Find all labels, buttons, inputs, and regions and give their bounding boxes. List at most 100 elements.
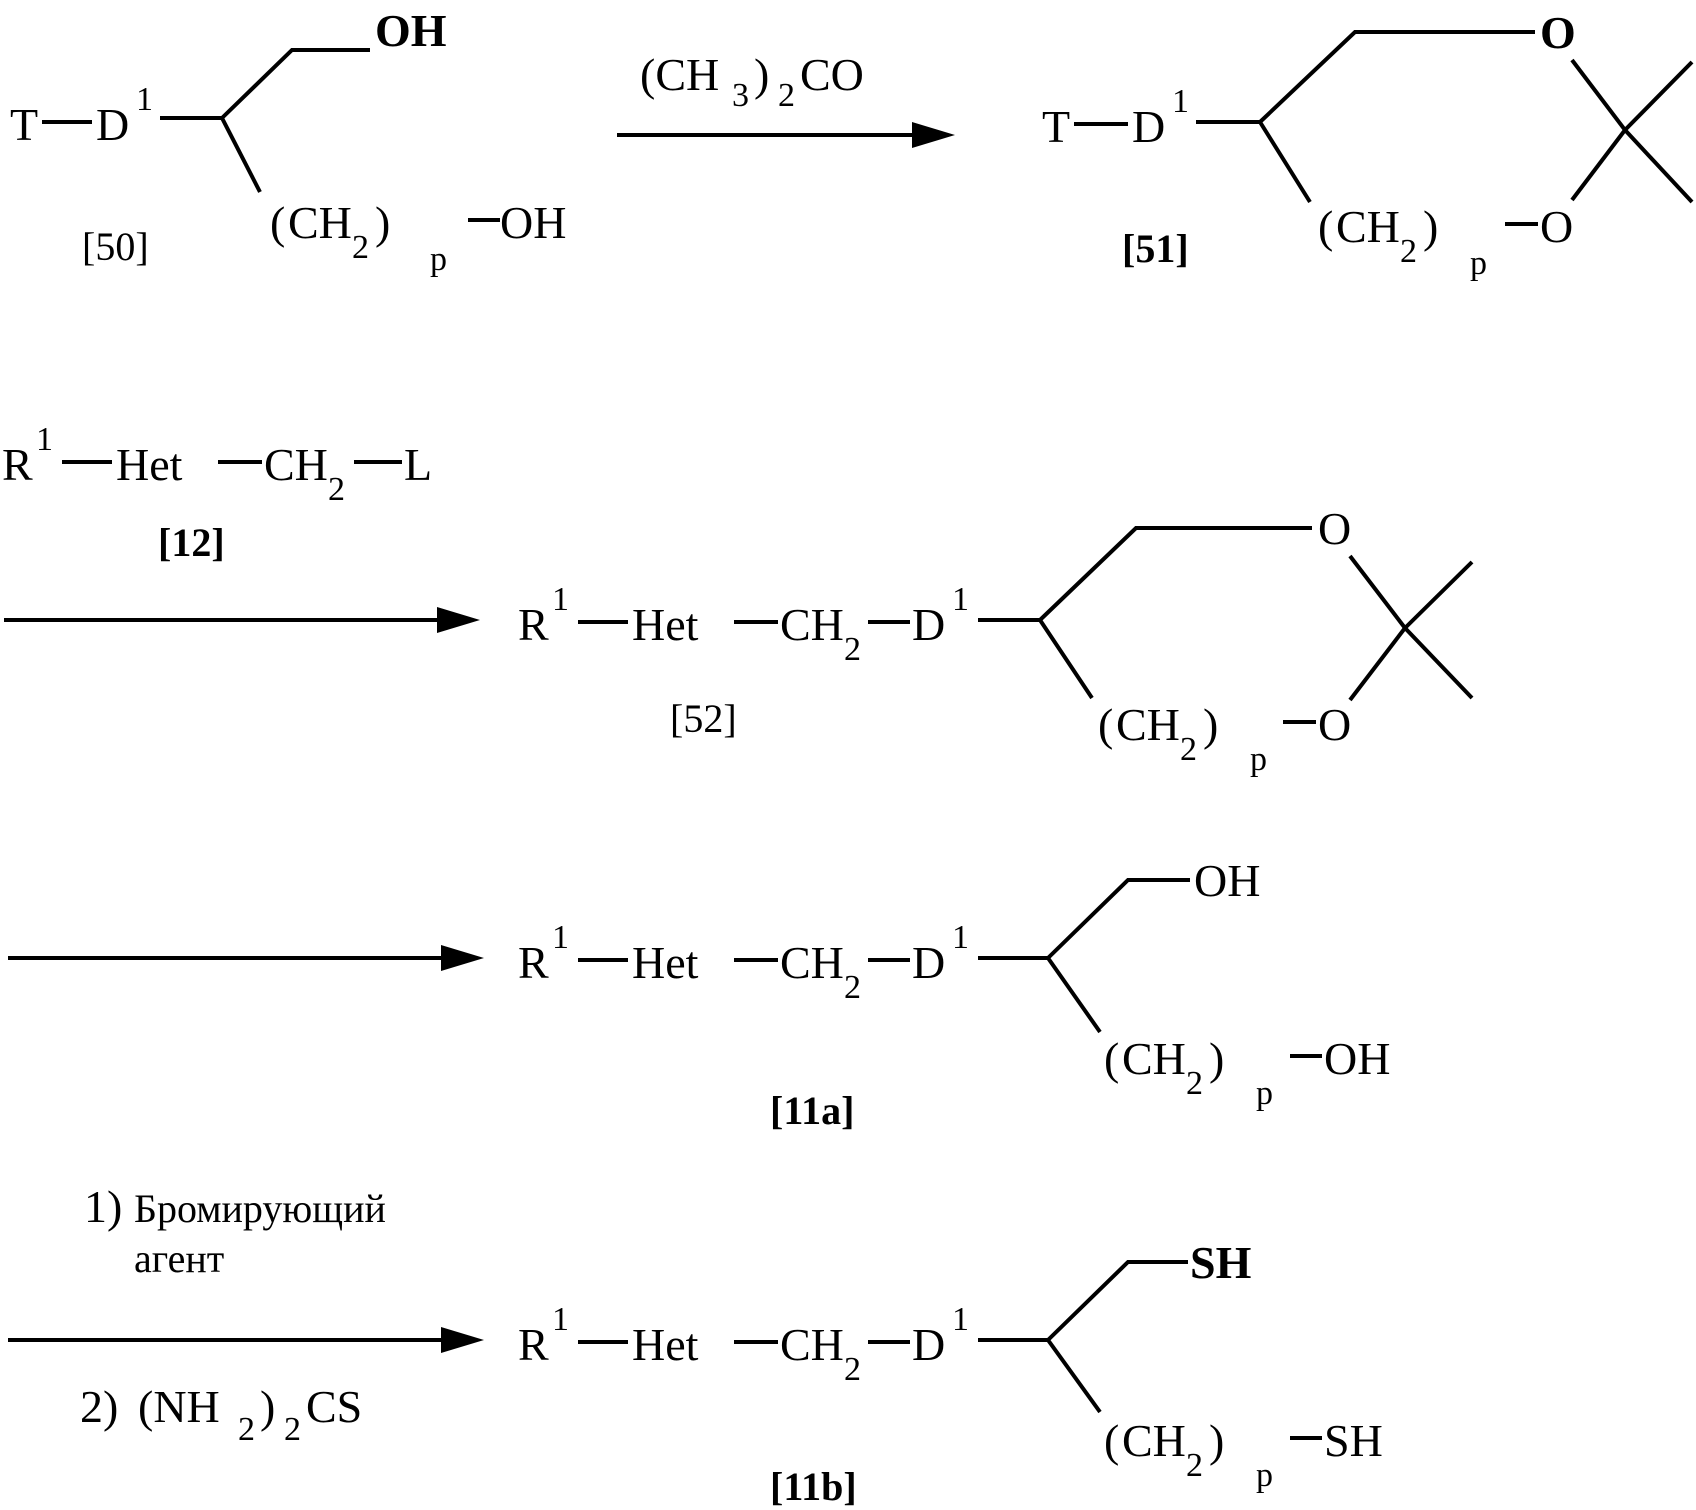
subscript-2: 2 — [844, 1351, 861, 1388]
arrow-head — [441, 1327, 484, 1353]
subscript-2: 2 — [1186, 1447, 1203, 1484]
compound-52: R 1 Het CH 2 D 1 O ( CH 2 ) p O [52] — [518, 503, 1472, 778]
arrow-head — [912, 122, 955, 148]
bond-lower — [222, 118, 260, 192]
subscript-2: 2 — [352, 229, 369, 266]
paren-open: ( — [1098, 699, 1113, 750]
atom-CH: CH — [780, 599, 844, 650]
compound-51: T D 1 O ( CH 2 ) p O [51] — [1042, 7, 1692, 282]
atom-T: T — [1042, 101, 1070, 152]
bond-lower — [1260, 122, 1310, 202]
superscript-1: 1 — [552, 581, 569, 618]
compound-11a: R 1 Het CH 2 D 1 OH ( CH 2 ) p OH [11a] — [518, 855, 1390, 1133]
reagent-thiourea-sub2: 2 — [238, 1411, 255, 1448]
bond-methyl — [1625, 62, 1692, 130]
atom-R: R — [518, 1319, 549, 1370]
bond-lower — [1048, 1340, 1100, 1412]
atom-O: O — [1540, 201, 1573, 252]
atom-OH: OH — [375, 5, 447, 56]
reaction-arrow-1: (CH 3 ) 2 CO — [617, 49, 955, 148]
reagent-thiourea-cs: CS — [306, 1381, 362, 1432]
atom-Het: Het — [632, 1319, 699, 1370]
step-2-number: 2) — [80, 1381, 118, 1432]
reagent-12: R 1 Het CH 2 L [12] — [2, 421, 432, 565]
subscript-2: 2 — [844, 631, 861, 668]
bond-ring — [1572, 130, 1625, 200]
reagent-thiourea-close: ) — [260, 1381, 275, 1432]
superscript-1: 1 — [952, 1301, 969, 1338]
superscript-1: 1 — [552, 919, 569, 956]
atom-CH: CH — [1336, 201, 1400, 252]
paren-close: ) — [375, 197, 390, 248]
atom-CH: CH — [288, 197, 352, 248]
atom-O: O — [1540, 7, 1576, 58]
superscript-1: 1 — [136, 81, 153, 118]
paren-open: ( — [1104, 1033, 1119, 1084]
reaction-arrow-3 — [8, 945, 484, 971]
bond-upper — [1260, 32, 1535, 122]
subscript-p: p — [1470, 245, 1487, 282]
compound-label-51: [51] — [1122, 226, 1189, 271]
reagent-acetone-sub2: 2 — [778, 77, 795, 114]
bond-upper — [1048, 880, 1190, 958]
step-1-number: 1) — [84, 1181, 122, 1232]
bond-methyl — [1625, 130, 1692, 202]
subscript-2: 2 — [1186, 1065, 1203, 1102]
bond-ring — [1350, 556, 1405, 628]
compound-label-50: [50] — [82, 224, 149, 269]
bond-upper — [222, 50, 370, 118]
reaction-arrow-4: 1) Бромирующий агент 2) (NH 2 ) 2 CS — [8, 1181, 484, 1448]
superscript-1: 1 — [952, 581, 969, 618]
bond-methyl — [1405, 628, 1472, 698]
bond-ring — [1350, 628, 1405, 700]
atom-OH: OH — [500, 197, 566, 248]
paren-open: ( — [270, 197, 285, 248]
superscript-1: 1 — [1172, 83, 1189, 120]
atom-SH: SH — [1190, 1237, 1252, 1288]
atom-CH: CH — [264, 439, 328, 490]
paren-close: ) — [1203, 699, 1218, 750]
subscript-p: p — [1250, 741, 1267, 778]
bond-upper — [1048, 1262, 1188, 1340]
subscript-2: 2 — [328, 471, 345, 508]
atom-R: R — [2, 439, 33, 490]
subscript-p: p — [430, 241, 447, 278]
subscript-2: 2 — [1180, 731, 1197, 768]
bond-upper — [1040, 528, 1312, 620]
compound-label-11a: [11a] — [770, 1088, 854, 1133]
reagent-acetone-co: CO — [800, 49, 864, 100]
atom-D: D — [1132, 101, 1165, 152]
reaction-arrow-2 — [4, 607, 480, 633]
compound-label-11b: [11b] — [770, 1464, 857, 1509]
reagent-thiourea-sub2b: 2 — [284, 1411, 301, 1448]
reagent-acetone-sub3: 3 — [732, 77, 749, 114]
arrow-head — [437, 607, 480, 633]
atom-CH: CH — [780, 1319, 844, 1370]
compound-label-12: [12] — [158, 520, 225, 565]
atom-T: T — [10, 99, 38, 150]
atom-D: D — [912, 937, 945, 988]
atom-CH: CH — [1122, 1033, 1186, 1084]
superscript-1: 1 — [36, 421, 53, 458]
arrow-head — [441, 945, 484, 971]
bond-ring — [1572, 60, 1625, 130]
bond-methyl — [1405, 562, 1472, 628]
atom-L: L — [404, 439, 432, 490]
reagent-acetone-open: (CH — [640, 49, 719, 100]
reagent-thiourea-open: (NH — [138, 1381, 220, 1432]
subscript-2: 2 — [1400, 233, 1417, 270]
paren-open: ( — [1104, 1415, 1119, 1466]
atom-D: D — [912, 1319, 945, 1370]
atom-R: R — [518, 937, 549, 988]
atom-Het: Het — [116, 439, 183, 490]
atom-D: D — [912, 599, 945, 650]
paren-open: ( — [1318, 201, 1333, 252]
atom-O: O — [1318, 503, 1351, 554]
step-1-reagent-line-2: агент — [134, 1236, 224, 1281]
bond-lower — [1048, 958, 1100, 1032]
atom-O: O — [1318, 699, 1351, 750]
superscript-1: 1 — [952, 919, 969, 956]
atom-OH: OH — [1324, 1033, 1390, 1084]
atom-CH: CH — [1122, 1415, 1186, 1466]
